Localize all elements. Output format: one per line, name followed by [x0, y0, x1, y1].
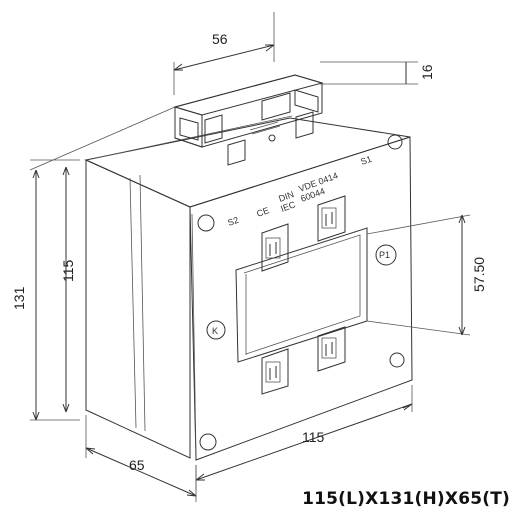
dimension-body-height: 115	[60, 259, 76, 282]
k-label: K	[212, 326, 218, 336]
standards-din: DIN	[277, 189, 295, 204]
p1-marker: P1	[375, 244, 397, 266]
terminal-s2-label: S2	[226, 215, 240, 228]
dimension-window-height: 57.50	[471, 257, 487, 292]
ce-logo: CE	[255, 205, 270, 219]
top-mounting-clip	[173, 74, 324, 166]
primary-window	[235, 227, 368, 363]
dimension-lines	[29, 12, 471, 502]
k-marker: K	[206, 320, 226, 340]
p1-label: P1	[379, 250, 390, 260]
dimension-overall-height: 131	[11, 286, 27, 310]
product-markings: CE DIN IEC VDE 0414 60044 S1 S2	[226, 154, 373, 228]
dimension-front-width: 115	[302, 429, 325, 445]
dimension-depth: 65	[129, 457, 145, 473]
standards-iec: IEC	[279, 199, 297, 214]
dimension-top-height: 16	[419, 64, 435, 80]
dimension-top-width: 56	[212, 31, 228, 47]
transformer-housing	[84, 115, 413, 461]
mounting-holes	[197, 134, 405, 451]
terminal-s1-label: S1	[359, 154, 373, 167]
secondary-terminals	[261, 195, 346, 395]
dimensions-caption: 115(L)X131(H)X65(T)	[302, 489, 510, 509]
